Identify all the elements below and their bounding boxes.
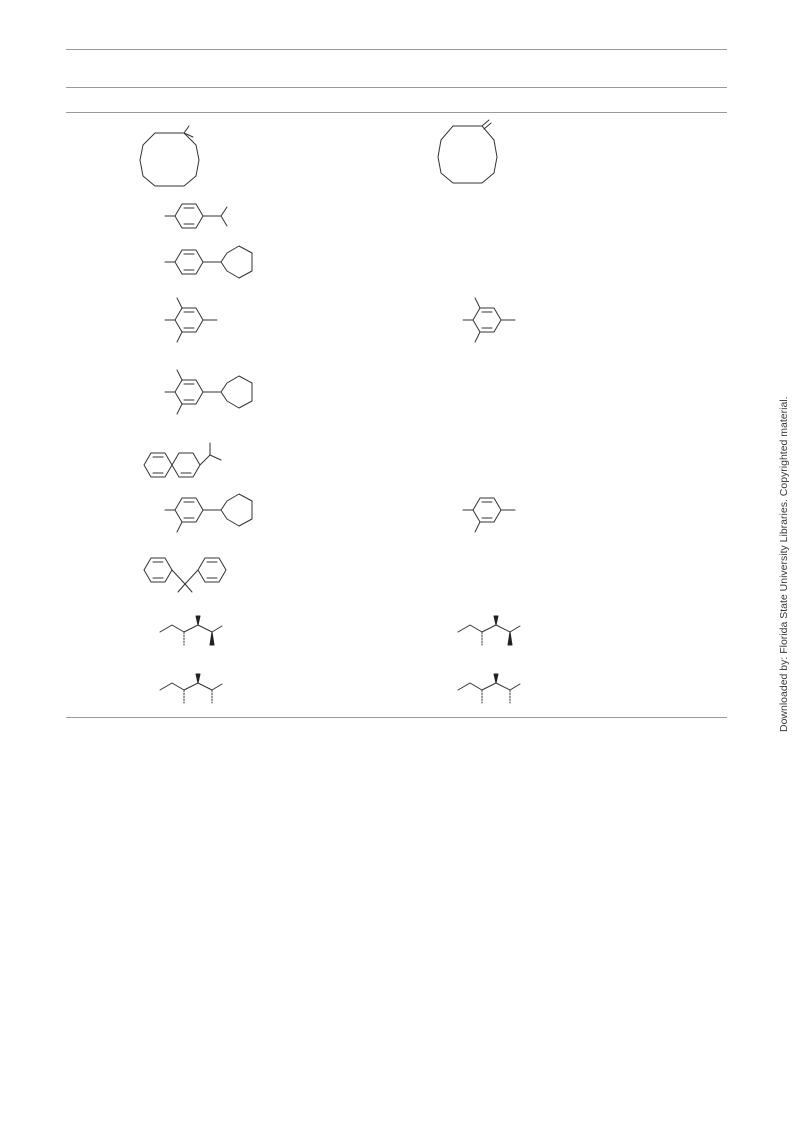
branched-alkane-stereo-structure-1	[159, 615, 223, 646]
para-cymene-structure	[164, 203, 228, 229]
branched-alkane-stereo-structure-4	[457, 673, 521, 704]
table-bottom-rule	[66, 717, 727, 718]
download-notice: Downloaded by: Florida State University …	[778, 396, 790, 732]
table-header-rule	[66, 87, 727, 88]
para-tolyl-cyclohexane-structure	[164, 245, 253, 279]
branched-alkane-stereo-structure-2	[457, 615, 521, 646]
diphenylpropane-structure	[143, 557, 227, 593]
branched-alkane-stereo-structure-3	[159, 673, 223, 704]
dimethylphenyl-cyclohexane-structure	[164, 493, 253, 533]
mesitylene-structure	[462, 297, 516, 343]
table-header-bottom-rule	[66, 112, 727, 113]
methylenecyclododecane-structure	[437, 119, 498, 184]
table-top-rule	[66, 49, 727, 50]
tetramethylbenzene-structure	[164, 297, 218, 343]
cyclododecane-gem-dimethyl-structure	[139, 125, 200, 187]
isopropylnaphthalene-structure	[143, 442, 222, 478]
trimethylphenyl-cyclohexane-structure	[164, 369, 253, 415]
para-xylene-structure	[462, 497, 516, 533]
